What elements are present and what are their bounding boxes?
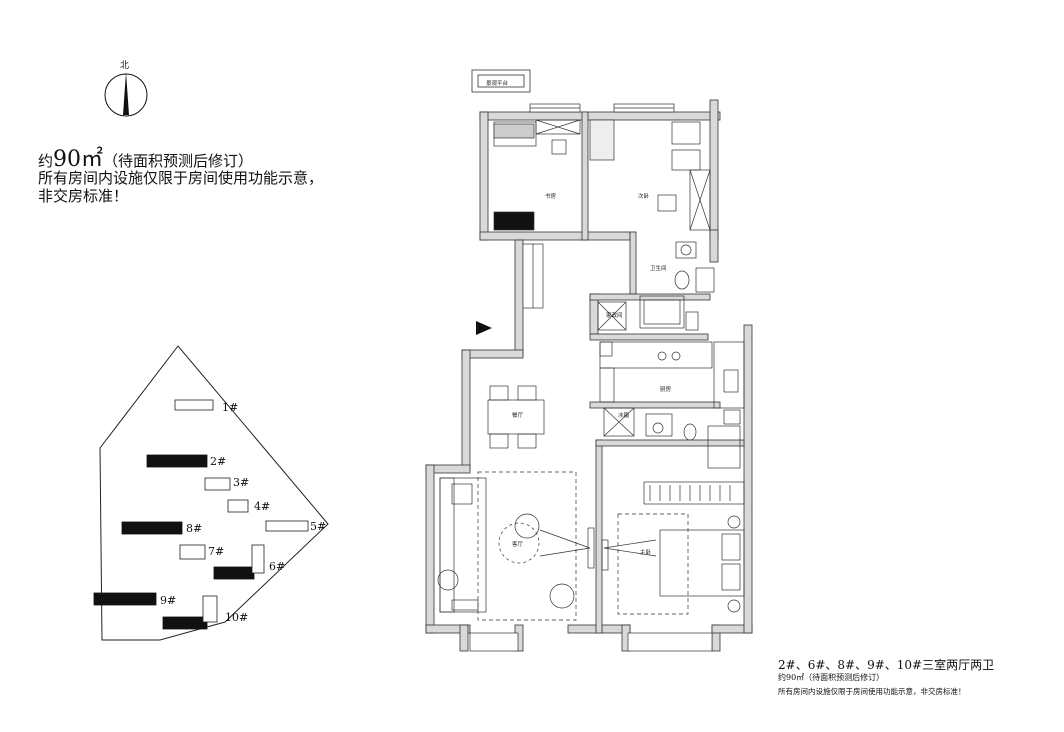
site-building-6 — [213, 566, 255, 580]
site-label-9: 9# — [160, 594, 177, 607]
room-label-bathroom: 卫生间 — [650, 266, 667, 272]
site-plan — [93, 345, 329, 641]
site-label-10: 10# — [225, 611, 249, 624]
room-label-living: 客厅 — [512, 542, 524, 548]
site-building-6b — [251, 544, 265, 574]
site-building-1 — [174, 399, 214, 411]
area-suffix: （待面积预测后修订） — [103, 152, 254, 170]
site-label-7: 7# — [208, 545, 225, 558]
area-prefix: 约 — [38, 152, 54, 170]
site-label-1: 1# — [222, 401, 239, 414]
site-building-8 — [121, 521, 183, 535]
area-note-line2: 非交房标准！ — [38, 187, 129, 205]
room-label-laundry: 家政间 — [606, 313, 623, 319]
site-building-5 — [265, 520, 309, 532]
site-building-10b — [202, 595, 218, 623]
floor-plan — [425, 69, 753, 652]
site-label-6: 6# — [269, 560, 286, 573]
compass-icon — [104, 72, 148, 117]
site-building-4 — [227, 499, 249, 513]
footer-area: 约90㎡（待面积预测后修订） — [778, 673, 885, 682]
site-label-2: 2# — [210, 455, 227, 468]
site-building-7 — [179, 544, 206, 560]
room-label-fridge: 冰箱 — [618, 413, 630, 419]
site-building-9 — [93, 592, 157, 606]
site-label-4: 4# — [254, 500, 271, 513]
site-label-3: 3# — [233, 476, 250, 489]
footer-note: 所有房间内设施仅限于房间使用功能示意，非交房标准！ — [778, 687, 966, 696]
site-label-5: 5# — [310, 520, 327, 533]
site-building-2 — [146, 454, 208, 468]
entrance-arrow-icon — [476, 321, 492, 335]
room-label-balcony: 景观平台 — [486, 81, 509, 87]
room-label-second-bedroom: 次卧 — [638, 194, 650, 200]
area-title: 约90㎡（待面积预测后修订） — [38, 147, 254, 172]
site-label-8: 8# — [186, 522, 203, 535]
site-building-10 — [162, 616, 208, 630]
footer-title: 2#、6#、8#、9#、10#三室两厅两卫 — [778, 658, 995, 672]
room-label-kitchen: 厨房 — [660, 387, 672, 393]
room-label-master: 主卧 — [640, 550, 652, 556]
area-value: 90㎡ — [53, 147, 104, 172]
compass-north-label: 北 — [120, 61, 130, 71]
room-label-dining: 餐厅 — [512, 413, 524, 419]
area-note-line1: 所有房间内设施仅限于房间使用功能示意， — [38, 169, 324, 187]
site-building-3 — [204, 477, 231, 491]
room-label-study: 书房 — [545, 194, 557, 200]
